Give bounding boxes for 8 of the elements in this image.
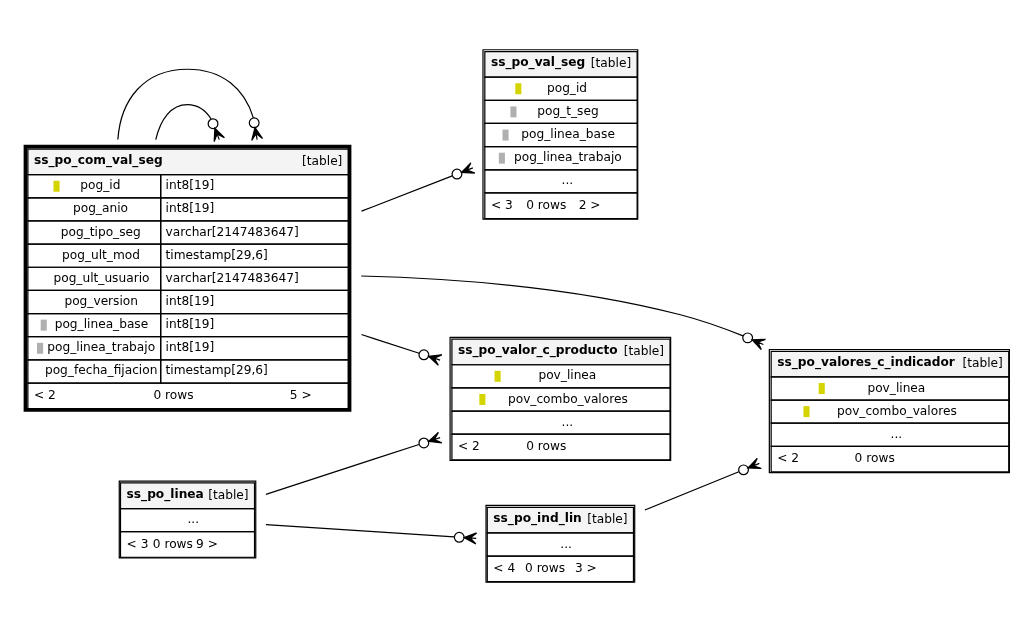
connector — [154, 103, 225, 142]
connector — [264, 431, 442, 495]
connector — [360, 274, 766, 350]
connector — [643, 457, 762, 511]
connector — [264, 523, 477, 544]
connector — [360, 161, 475, 212]
connector — [116, 68, 263, 141]
connector — [360, 333, 442, 366]
